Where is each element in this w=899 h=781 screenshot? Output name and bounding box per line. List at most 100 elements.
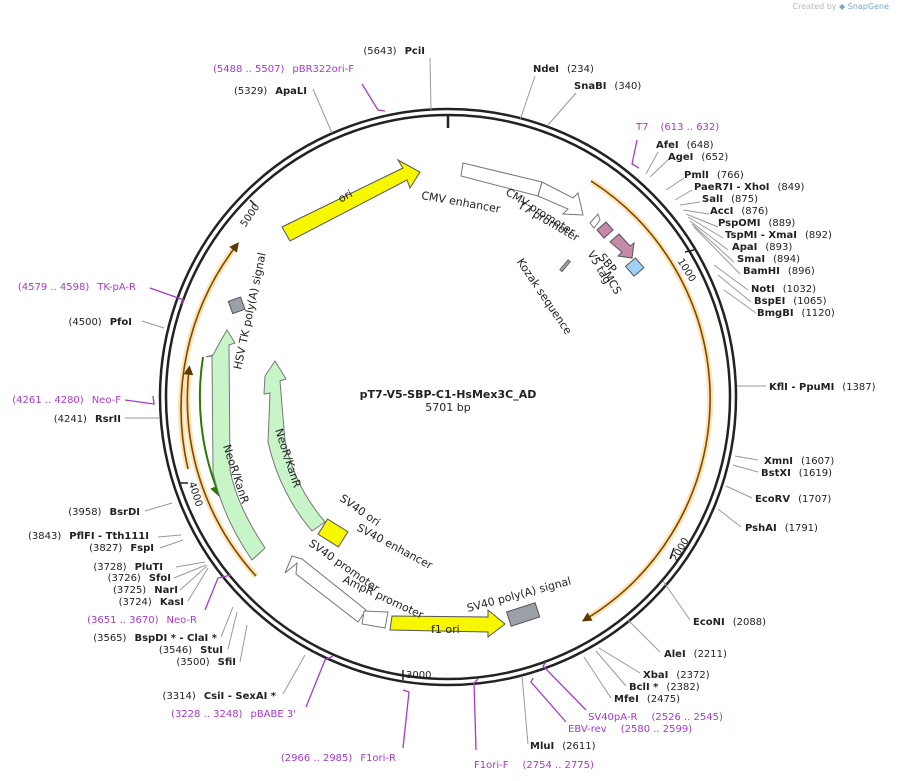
primer-neo-r: (3651 .. 3670)Neo-R xyxy=(87,615,197,626)
neor-kanr-outer-feature xyxy=(205,329,266,561)
site-mfei: MfeI(2475) xyxy=(614,694,680,705)
site-bstxi: BstXI(1619) xyxy=(761,468,832,479)
site-apali: (5329)ApaLI xyxy=(234,86,307,97)
v5-tag-feature xyxy=(596,221,614,239)
site-kasi: (3724)KasI xyxy=(119,597,184,608)
site-alei: AleI(2211) xyxy=(664,649,727,660)
plasmid-name: pT7-V5-SBP-C1-HsMex3C_AD xyxy=(360,388,537,401)
site-econi: EcoNI(2088) xyxy=(693,617,766,628)
primer-mark-pbabe3 xyxy=(305,655,334,708)
site-bsrdi: (3958)BsrDI xyxy=(68,507,140,518)
sv40-polya-feature xyxy=(505,602,541,627)
site-pspomi: PspOMI(889) xyxy=(718,218,795,229)
site-xmni: XmnI(1607) xyxy=(764,456,834,467)
restriction-sites-right: NdeI(234) SnaBI(340) AfeI(648) AgeI(652)… xyxy=(530,64,876,752)
primer-neo-f: (4261 .. 4280)Neo-F xyxy=(12,395,121,406)
primer-mark-tk-pa-r xyxy=(149,287,185,305)
site-noti: NotI(1032) xyxy=(751,284,816,295)
primer-ebv-rev: EBV-rev(2580 .. 2599) xyxy=(568,724,692,735)
site-kfli-ppumi: KflI - PpuMI(1387) xyxy=(769,382,876,393)
primer-labels: (5488 .. 5507)pBR322ori-F T7(613 .. 632)… xyxy=(12,64,723,771)
primer-t7: T7(613 .. 632) xyxy=(635,122,719,133)
site-pmli: PmlI(766) xyxy=(684,170,744,181)
snapgene-logo: ◆ SnapGene xyxy=(839,2,889,11)
site-ndei: NdeI(234) xyxy=(533,64,594,75)
site-bcli: BclI *(2382) xyxy=(629,682,700,693)
site-fspi: (3827)FspI xyxy=(89,543,154,554)
site-bspei: BspEI(1065) xyxy=(754,296,827,307)
site-paer7i-xhoi: PaeR7I - XhoI(849) xyxy=(694,182,805,193)
plasmid-length: 5701 bp xyxy=(425,401,470,414)
label-kozak: Kozak sequence xyxy=(514,256,575,337)
primer-mark-sv40pa-r xyxy=(542,661,587,711)
cmv-enhancer-feature xyxy=(460,162,543,197)
plasmid-backbone xyxy=(158,107,738,687)
site-mlui: MluI(2611) xyxy=(530,741,596,752)
tick-5000: 5000 xyxy=(239,202,263,229)
sv40-ori-feature xyxy=(317,518,349,548)
t7-promoter-feature xyxy=(589,213,601,229)
neo-green-arc xyxy=(198,356,222,498)
tick-3000: 3000 xyxy=(406,670,431,681)
mcs-feature xyxy=(624,257,645,277)
site-sfii: (3500)SfiI xyxy=(176,657,236,668)
site-bmgbi: BmgBI(1120) xyxy=(757,308,835,319)
site-snabi: SnaBI(340) xyxy=(574,81,641,92)
site-rsrii: (4241)RsrII xyxy=(54,414,121,425)
ampr-promoter-feature xyxy=(361,610,389,629)
primer-f1ori-f: F1ori-F(2754 .. 2775) xyxy=(474,760,594,771)
site-nari: (3725)NarI xyxy=(113,585,178,596)
primer-mark-neo-f xyxy=(124,395,155,405)
site-stui: (3546)StuI xyxy=(159,645,223,656)
f1-ori-feature xyxy=(389,608,506,639)
hsv-tk-polya-feature xyxy=(227,296,246,315)
site-csii-sexai: (3314)CsiI - SexAI * xyxy=(163,691,277,702)
primer-mark-f1ori-r xyxy=(402,689,410,749)
sbp-feature xyxy=(609,233,635,259)
site-pcii: (5643)PciI xyxy=(363,46,425,57)
primer-mark-neo-r xyxy=(204,574,232,611)
primer-sv40pa-r: SV40pA-R(2526 .. 2545) xyxy=(588,712,723,723)
site-sali: SalI(875) xyxy=(702,194,758,205)
primer-pbr322ori-f: (5488 .. 5507)pBR322ori-F xyxy=(213,64,354,75)
sv40-promoter-feature xyxy=(284,555,367,623)
label-ori: ori xyxy=(336,187,355,205)
primer-mark-pbr322ori-f xyxy=(361,83,386,112)
site-xbai: XbaI(2372) xyxy=(643,670,710,681)
leader-lines xyxy=(125,57,766,745)
features xyxy=(205,158,645,639)
site-ecorv: EcoRV(1707) xyxy=(755,494,831,505)
site-afei: AfeI(648) xyxy=(656,140,714,151)
site-apai: ApaI(893) xyxy=(732,242,792,253)
site-pfoi: (4500)PfoI xyxy=(68,317,132,328)
primer-marks xyxy=(124,83,640,751)
orf-arcs xyxy=(178,178,714,622)
primer-pbabe3: (3228 .. 3248)pBABE 3' xyxy=(171,709,296,720)
site-sfoi: (3726)SfoI xyxy=(108,573,171,584)
ori-feature xyxy=(281,158,421,242)
site-bspdi-clai: (3565)BspDI * - ClaI * xyxy=(93,633,218,644)
site-acci: AccI(876) xyxy=(710,206,768,217)
primer-mark-ebv-rev xyxy=(530,677,567,723)
site-smai: SmaI(894) xyxy=(737,254,800,265)
neor-kanr-inner-feature xyxy=(263,360,326,532)
label-cmv-enhancer: CMV enhancer xyxy=(420,189,501,216)
label-f1-ori: f1 ori xyxy=(431,623,460,636)
site-pluti: (3728)PluTI xyxy=(93,562,163,573)
site-pshai: PshAI(1791) xyxy=(745,523,818,534)
label-sv40-enhancer: SV40 enhancer xyxy=(355,521,435,572)
cmv-promoter-feature xyxy=(537,181,584,216)
primer-mark-f1ori-f xyxy=(473,678,479,751)
primer-tk-pa-r: (4579 .. 4598)TK-pA-R xyxy=(18,282,136,293)
site-agei: AgeI(652) xyxy=(668,152,728,163)
site-bamhi: BamHI(896) xyxy=(743,266,815,277)
restriction-sites-left: (5643)PciI (5329)ApaLI (4500)PfoI (4241)… xyxy=(28,46,425,702)
site-tspmi-xmai: TspMI - XmaI(892) xyxy=(725,230,832,241)
site-pflfi-tth111i: (3843)PflFI - Tth111I xyxy=(28,531,149,542)
primer-mark-t7 xyxy=(631,139,640,169)
snapgene-credit: Created by ◆ SnapGene xyxy=(792,2,889,11)
orf-arc-right xyxy=(584,178,714,622)
credit-brand: SnapGene xyxy=(847,2,889,11)
credit-prefix: Created by xyxy=(792,2,837,11)
